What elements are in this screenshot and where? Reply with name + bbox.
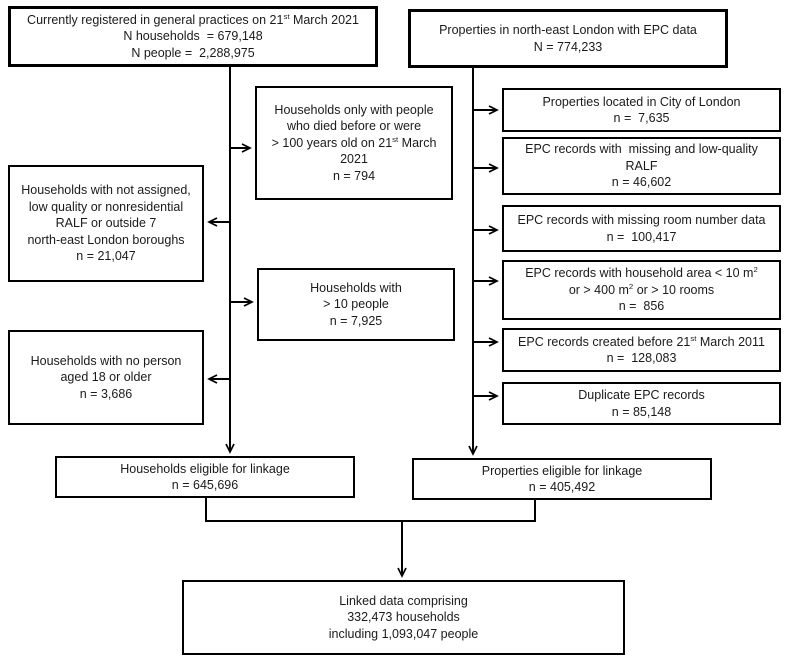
- box-text-line: Households eligible for linkage: [120, 461, 290, 476]
- box-text-line: Currently registered in general practice…: [27, 11, 359, 27]
- box-text-line: EPC records with household area < 10 m2: [525, 265, 758, 281]
- box-excluded-ralf-quality: Households with not assigned,low quality…: [8, 165, 204, 282]
- box-text-line: n = 128,083: [606, 351, 677, 365]
- box-gp-registered: Currently registered in general practice…: [8, 6, 378, 67]
- box-text-line: Properties in north-east London with EPC…: [439, 23, 697, 37]
- box-text-line: including 1,093,047 people: [328, 626, 479, 641]
- box-text-line: Duplicate EPC records: [578, 388, 705, 402]
- box-text-line: n = 3,686: [79, 386, 133, 401]
- box-text-line: N people = 2,288,975: [131, 45, 255, 60]
- box-text-line: N households = 679,148: [123, 29, 263, 44]
- box-epc-properties: Properties in north-east London with EPC…: [408, 9, 728, 68]
- box-text-line: 332,473 households: [347, 610, 460, 625]
- box-text-line: n = 21,047: [76, 249, 136, 264]
- box-excluded-city-of-london: Properties located in City of London n = …: [502, 88, 781, 132]
- box-text-line: EPC records created before 21st March 20…: [518, 333, 765, 349]
- box-text-line: n = 794: [332, 168, 376, 183]
- box-text-line: Households only with people: [274, 102, 434, 117]
- box-text-line: n = 85,148: [611, 404, 672, 419]
- box-text-line: 2021: [340, 152, 368, 167]
- box-excluded-created-before-2011: EPC records created before 21st March 20…: [502, 328, 781, 372]
- box-text-line: n = 645,696: [171, 478, 239, 492]
- box-text-line: N = 774,233: [533, 39, 603, 54]
- box-text-line: Households with no person: [30, 353, 182, 368]
- box-text-line: Linked data comprising: [339, 593, 468, 608]
- box-text-line: who died before or were: [286, 119, 422, 134]
- box-excluded-no-adults: Households with no person aged 18 or olde…: [8, 330, 204, 425]
- box-text-line: EPC records with missing and low-quality: [525, 142, 758, 157]
- box-text-line: north-east London boroughs: [27, 232, 185, 247]
- box-text-line: or > 400 m2 or > 10 rooms: [568, 281, 715, 297]
- box-text-line: RALF or outside 7: [55, 216, 157, 231]
- box-text-line: n = 7,925: [329, 313, 383, 328]
- box-text-line: low quality or nonresidential: [28, 199, 184, 214]
- box-text-line: n = 856: [618, 299, 665, 314]
- box-text-line: Properties located in City of London: [542, 94, 741, 109]
- box-text-line: n = 405,492: [528, 480, 596, 494]
- box-text-line: n = 100,417: [606, 229, 677, 244]
- box-households-eligible: Households eligible for linkage n = 645,6…: [55, 456, 355, 498]
- box-text-line: Households with: [310, 280, 402, 295]
- box-text-line: > 10 people: [323, 297, 389, 312]
- box-excluded-missing-lowquality-ralf: EPC records with missing and low-quality…: [502, 137, 781, 195]
- box-text-line: Households with not assigned,: [21, 183, 191, 198]
- box-text-line: aged 18 or older: [60, 370, 152, 385]
- box-linked-data: Linked data comprising 332,473 households…: [182, 580, 625, 655]
- box-excluded-missing-room-data: EPC records with missing room number dat…: [502, 205, 781, 252]
- box-text-line: Properties eligible for linkage: [481, 463, 643, 478]
- box-text-line: n = 7,635: [613, 111, 670, 125]
- connector-merge-bracket: [205, 498, 536, 522]
- box-excluded-duplicates: Duplicate EPC records n = 85,148: [502, 382, 781, 425]
- box-properties-eligible: Properties eligible for linkage n = 405,4…: [412, 458, 712, 500]
- box-excluded-died-or-over100: Households only with people who died befo…: [255, 86, 453, 200]
- box-text-line: n = 46,602: [611, 175, 672, 190]
- box-text-line: EPC records with missing room number dat…: [517, 213, 766, 227]
- box-text-line: RALF: [625, 158, 658, 173]
- box-text-line: > 100 years old on 21st March: [271, 134, 437, 150]
